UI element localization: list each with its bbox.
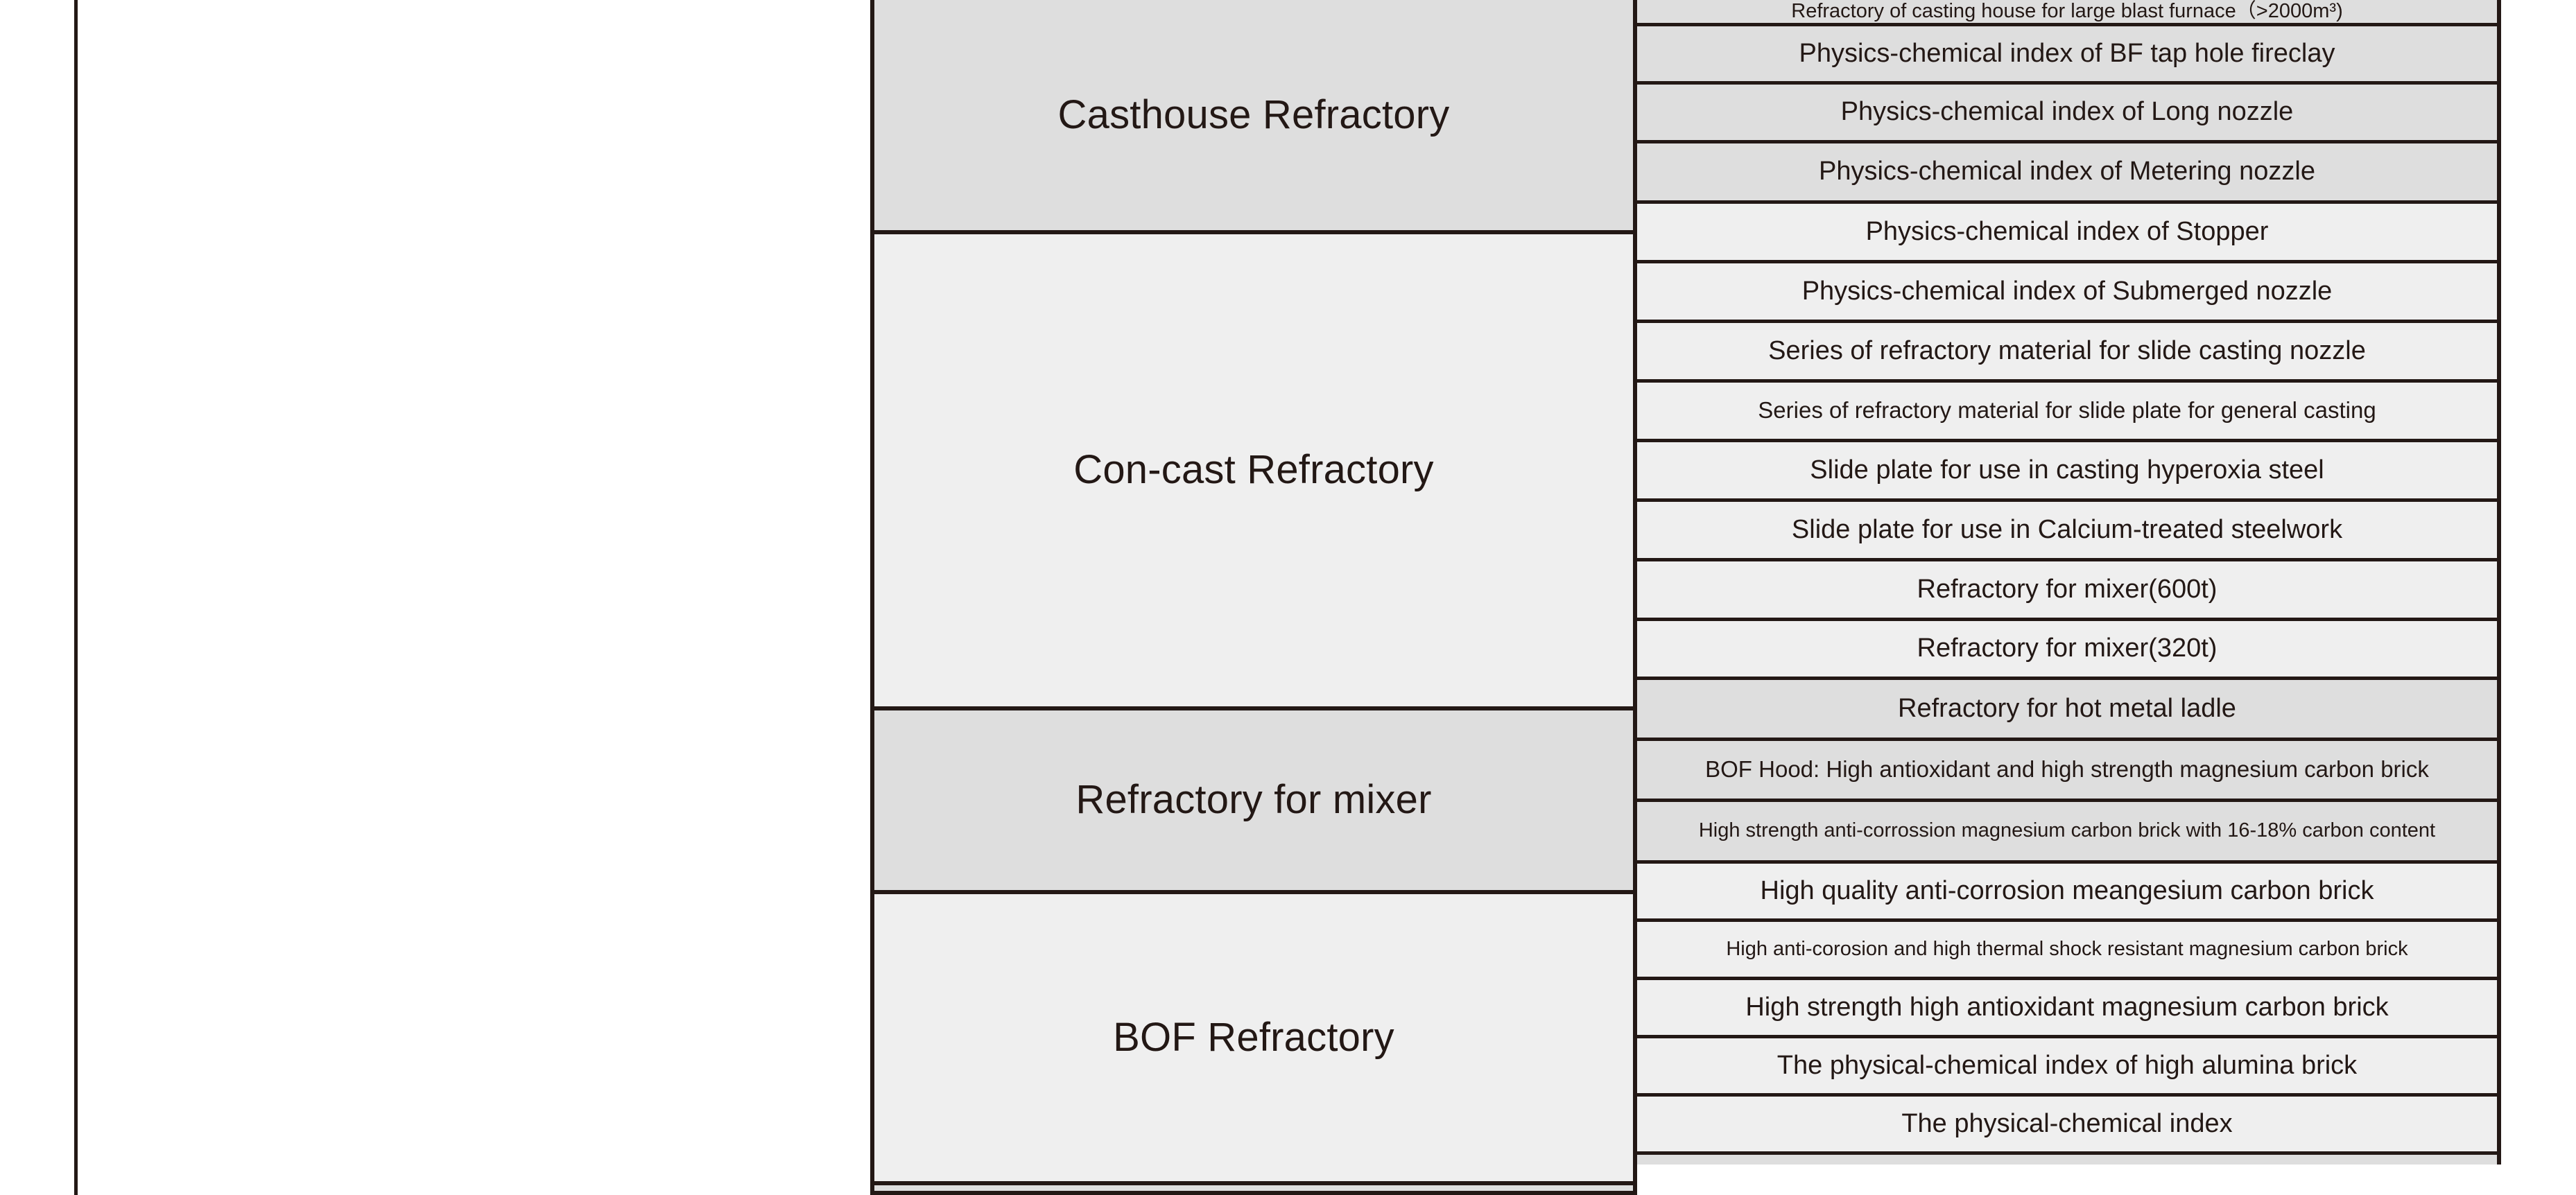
item-label: Refractory for mixer(600t) — [1917, 574, 2218, 604]
item-label: High strength anti-corrossion magnesium … — [1698, 819, 2436, 842]
item-label: Physics-chemical index of Stopper — [1865, 216, 2269, 246]
item-label: High strength high antioxidant magnesium… — [1745, 992, 2389, 1022]
category-cell[interactable]: Refractory for mixer — [874, 710, 1633, 894]
item-row[interactable]: Physics-chemical index of BF tap hole fi… — [1637, 26, 2501, 85]
item-label: Series of refractory material for slide … — [1768, 335, 2366, 365]
item-row[interactable]: High anti-corosion and high thermal shoc… — [1637, 922, 2501, 980]
item-row[interactable]: Refractory for mixer(320t) — [1637, 621, 2501, 680]
item-row[interactable]: Series of refractory material for slide … — [1637, 323, 2501, 383]
item-label: The physical-chemical index of high alum… — [1777, 1050, 2358, 1080]
item-label: BOF Hood: High antioxidant and high stre… — [1705, 756, 2429, 783]
category-label: BOF Refractory — [1113, 1014, 1394, 1060]
item-row[interactable]: High strength high antioxidant magnesium… — [1637, 980, 2501, 1038]
item-row[interactable]: Physics-chemical index of Stopper — [1637, 204, 2501, 263]
item-row[interactable]: Physics-chemical index of Long nozzle — [1637, 85, 2501, 143]
category-cell[interactable]: Con-cast Refractory — [874, 234, 1633, 710]
item-label: High anti-corosion and high thermal shoc… — [1726, 937, 2408, 960]
page-margin-rule — [74, 0, 78, 1195]
item-label: Physics-chemical index of Submerged nozz… — [1801, 276, 2333, 306]
item-row[interactable]: High strength anti-corrossion magnesium … — [1637, 802, 2501, 864]
item-label: Series of refractory material for slide … — [1758, 397, 2376, 424]
item-row[interactable]: The physical-chemical index of high alum… — [1637, 1038, 2501, 1097]
item-row[interactable]: Series of refractory material for slide … — [1637, 383, 2501, 442]
category-cell[interactable]: BOF Refractory — [874, 894, 1633, 1185]
category-cell[interactable]: Casthouse Refractory — [874, 0, 1633, 234]
item-column: Refractory of casting house for large bl… — [1637, 0, 2501, 1195]
item-row[interactable]: Slide plate for use in casting hyperoxia… — [1637, 442, 2501, 502]
item-row[interactable] — [1637, 1155, 2501, 1165]
item-row[interactable]: Physics-chemical index of Metering nozzl… — [1637, 143, 2501, 204]
item-label: Slide plate for use in Calcium-treated s… — [1791, 514, 2343, 544]
item-row[interactable]: High quality anti-corrosion meangesium c… — [1637, 864, 2501, 922]
item-row[interactable]: The physical-chemical index — [1637, 1097, 2501, 1155]
category-label: Refractory for mixer — [1075, 777, 1432, 823]
category-label: Con-cast Refractory — [1073, 447, 1434, 493]
item-label: Slide plate for use in casting hyperoxia… — [1810, 455, 2324, 485]
item-label: Refractory of casting house for large bl… — [1791, 0, 2343, 22]
item-row[interactable]: BOF Hood: High antioxidant and high stre… — [1637, 741, 2501, 802]
item-row[interactable]: Refractory of casting house for large bl… — [1637, 0, 2501, 26]
category-cell[interactable] — [874, 1185, 1633, 1195]
item-row[interactable]: Refractory for hot metal ladle — [1637, 680, 2501, 741]
item-label: Physics-chemical index of Long nozzle — [1840, 97, 2294, 127]
item-label: Physics-chemical index of Metering nozzl… — [1819, 157, 2315, 186]
item-label: Refractory for hot metal ladle — [1898, 693, 2236, 723]
item-label: High quality anti-corrosion meangesium c… — [1760, 875, 2374, 905]
item-row[interactable]: Slide plate for use in Calcium-treated s… — [1637, 502, 2501, 561]
item-label: The physical-chemical index — [1901, 1108, 2233, 1138]
item-row[interactable]: Physics-chemical index of Submerged nozz… — [1637, 263, 2501, 323]
category-label: Casthouse Refractory — [1057, 91, 1450, 137]
item-row[interactable]: Refractory for mixer(600t) — [1637, 561, 2501, 621]
item-label: Physics-chemical index of BF tap hole fi… — [1799, 38, 2335, 68]
item-label: Refractory for mixer(320t) — [1917, 634, 2218, 663]
